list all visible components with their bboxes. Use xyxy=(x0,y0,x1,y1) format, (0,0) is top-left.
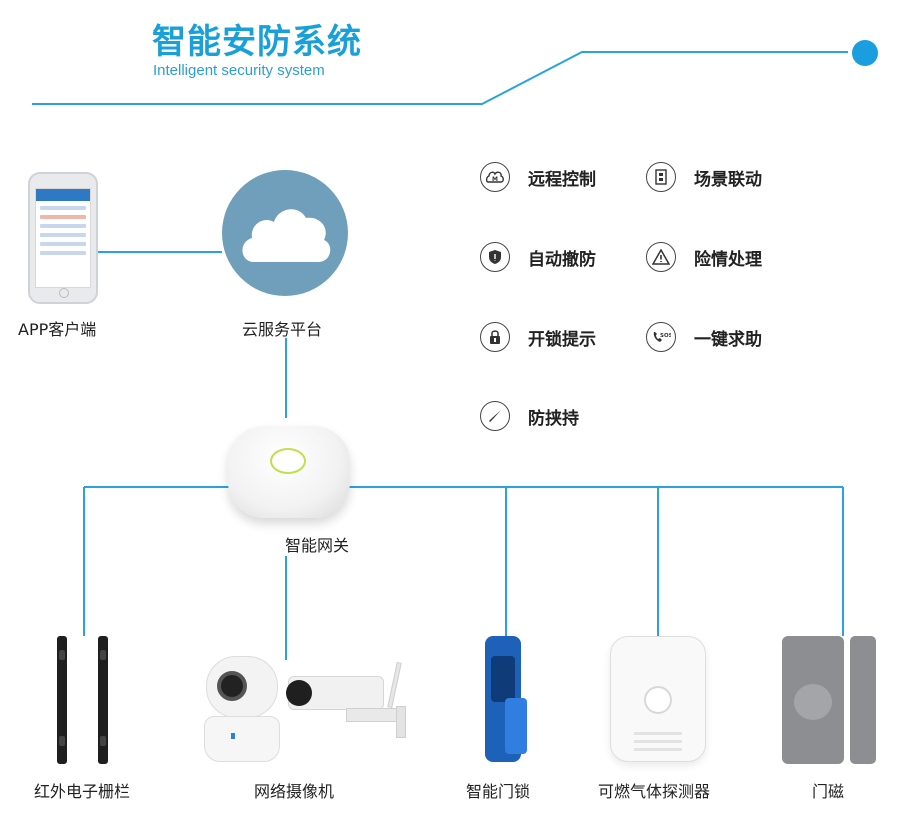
header-divider-line xyxy=(32,52,848,104)
svg-text:SOS: SOS xyxy=(660,333,671,339)
remote-control-icon: M xyxy=(480,162,510,192)
network-camera-label: 网络摄像机 xyxy=(254,778,334,802)
cloud-platform-label: 云服务平台 xyxy=(242,316,322,340)
bullet-camera-image xyxy=(288,662,418,742)
infrared-fence-label: 红外电子栅栏 xyxy=(34,778,130,802)
scene-link-icon xyxy=(646,162,676,192)
gas-detector-label: 可燃气体探测器 xyxy=(598,778,710,802)
knife-icon xyxy=(480,401,510,431)
feature-remote-control: M 远程控制 xyxy=(480,162,596,192)
gas-detector-image xyxy=(610,636,706,762)
cloud-icon xyxy=(236,190,336,276)
lock-icon xyxy=(480,322,510,352)
feature-auto-disarm: 自动撤防 xyxy=(480,242,596,272)
feature-scene-link: 场景联动 xyxy=(646,162,762,192)
phone-image xyxy=(28,172,98,304)
feature-anti-hijack: 防挟持 xyxy=(480,401,579,431)
gateway-label: 智能网关 xyxy=(285,532,349,556)
gateway-image xyxy=(228,426,350,518)
feature-one-key-help: SOS 一键求助 xyxy=(646,322,762,352)
svg-text:M: M xyxy=(492,176,498,183)
feature-unlock-alert: 开锁提示 xyxy=(480,322,596,352)
smart-lock-image xyxy=(477,636,529,762)
feature-danger-handling: 险情处理 xyxy=(646,242,762,272)
sos-phone-icon: SOS xyxy=(646,322,676,352)
app-client-label: APP客户端 xyxy=(18,316,96,340)
dome-camera-image xyxy=(204,656,280,762)
door-magnet-label: 门磁 xyxy=(812,778,844,802)
warning-icon xyxy=(646,242,676,272)
shield-icon xyxy=(480,242,510,272)
smart-lock-label: 智能门锁 xyxy=(466,778,530,802)
door-magnet-image xyxy=(782,636,878,764)
